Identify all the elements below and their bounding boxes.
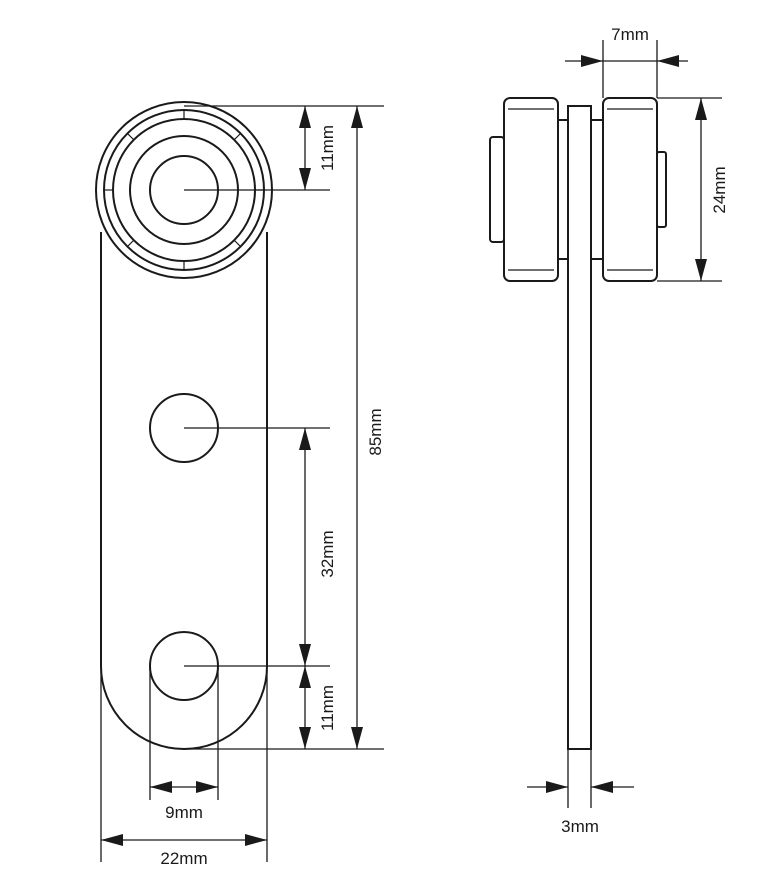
side-plate <box>567 105 592 750</box>
dimension-hole-spacing: 32mm <box>299 428 337 666</box>
plate-outline <box>100 232 268 750</box>
label-overall-length: 85mm <box>366 408 385 455</box>
label-wheel-diameter: 24mm <box>710 166 729 213</box>
dimension-overall-length: 85mm <box>351 106 385 749</box>
left-wheel <box>503 97 559 282</box>
label-hole-spacing: 32mm <box>318 530 337 577</box>
label-wheel-width: 7mm <box>611 25 649 44</box>
label-plate-thickness: 3mm <box>561 817 599 836</box>
label-top-offset: 11mm <box>318 125 337 171</box>
front-view: 11mm 85mm 32mm 11mm 9mm <box>95 101 385 868</box>
right-wheel <box>602 97 658 282</box>
label-plate-width: 22mm <box>160 849 207 868</box>
dimension-hole-diameter: 9mm <box>150 781 218 822</box>
side-view: 7mm 24mm 3mm <box>489 25 729 836</box>
dimension-wheel-diameter: 24mm <box>695 98 729 281</box>
right-hub <box>656 151 667 228</box>
dimension-bottom-offset: 11mm <box>299 666 337 749</box>
left-hub <box>489 136 505 243</box>
label-hole-diameter: 9mm <box>165 803 203 822</box>
label-bottom-offset: 11mm <box>318 685 337 731</box>
dimension-plate-thickness: 3mm <box>527 781 634 836</box>
dimension-wheel-width: 7mm <box>565 25 688 67</box>
dimension-top-offset: 11mm <box>299 106 337 190</box>
dimension-plate-width: 22mm <box>101 834 267 868</box>
